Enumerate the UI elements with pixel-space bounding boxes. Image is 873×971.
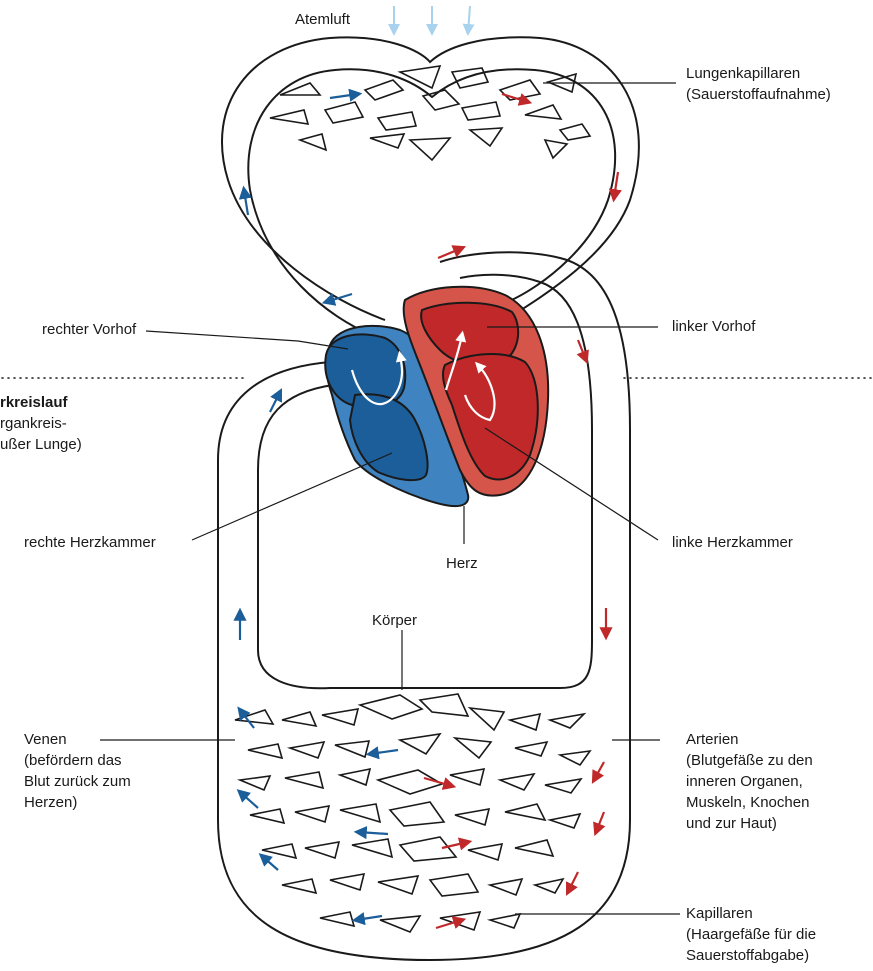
label-koerper: Körper [372,610,417,631]
label-linker-vorhof: linker Vorhof [672,316,755,337]
label-koerperkreislauf-line3: ußer Lunge) [0,434,82,455]
label-koerperkreislauf-title: rkreislauf [0,392,82,413]
label-arterien-line5: und zur Haut) [686,813,813,834]
label-arterien: Arterien (Blutgefäße zu den inneren Orga… [686,729,813,834]
label-venen-line4: Herzen) [24,792,131,813]
arterial-arrows [424,94,618,928]
label-rechter-vorhof: rechter Vorhof [42,319,136,340]
label-koerperkreislauf-line2: rgankreis- [0,413,82,434]
label-lungenkapillaren: Lungenkapillaren (Sauerstoffaufnahme) [686,63,831,105]
label-kapillaren-line3: Sauerstoffabgabe) [686,945,816,966]
label-venen-title: Venen [24,729,131,750]
leader-lines [100,83,680,914]
label-venen-line3: Blut zurück zum [24,771,131,792]
label-venen: Venen (befördern das Blut zurück zum Her… [24,729,131,813]
label-kapillaren-line2: (Haargefäße für die [686,924,816,945]
venous-arrows [240,94,398,920]
heart [325,287,548,506]
label-lungenkapillaren-note: (Sauerstoffaufnahme) [686,84,831,105]
label-arterien-line4: Muskeln, Knochen [686,792,813,813]
label-kapillaren-title: Kapillaren [686,903,816,924]
label-kapillaren: Kapillaren (Haargefäße für die Sauerstof… [686,903,816,966]
label-atemluft: Atemluft [295,9,350,30]
label-linke-herzkammer: linke Herzkammer [672,532,793,553]
label-lungenkapillaren-title: Lungenkapillaren [686,63,831,84]
label-koerperkreislauf: rkreislauf rgankreis- ußer Lunge) [0,392,82,455]
air-arrows [394,6,470,32]
label-venen-line2: (befördern das [24,750,131,771]
label-herz: Herz [446,553,478,574]
label-arterien-title: Arterien [686,729,813,750]
label-rechte-herzkammer: rechte Herzkammer [24,532,156,553]
label-arterien-line3: inneren Organen, [686,771,813,792]
label-arterien-line2: (Blutgefäße zu den [686,750,813,771]
